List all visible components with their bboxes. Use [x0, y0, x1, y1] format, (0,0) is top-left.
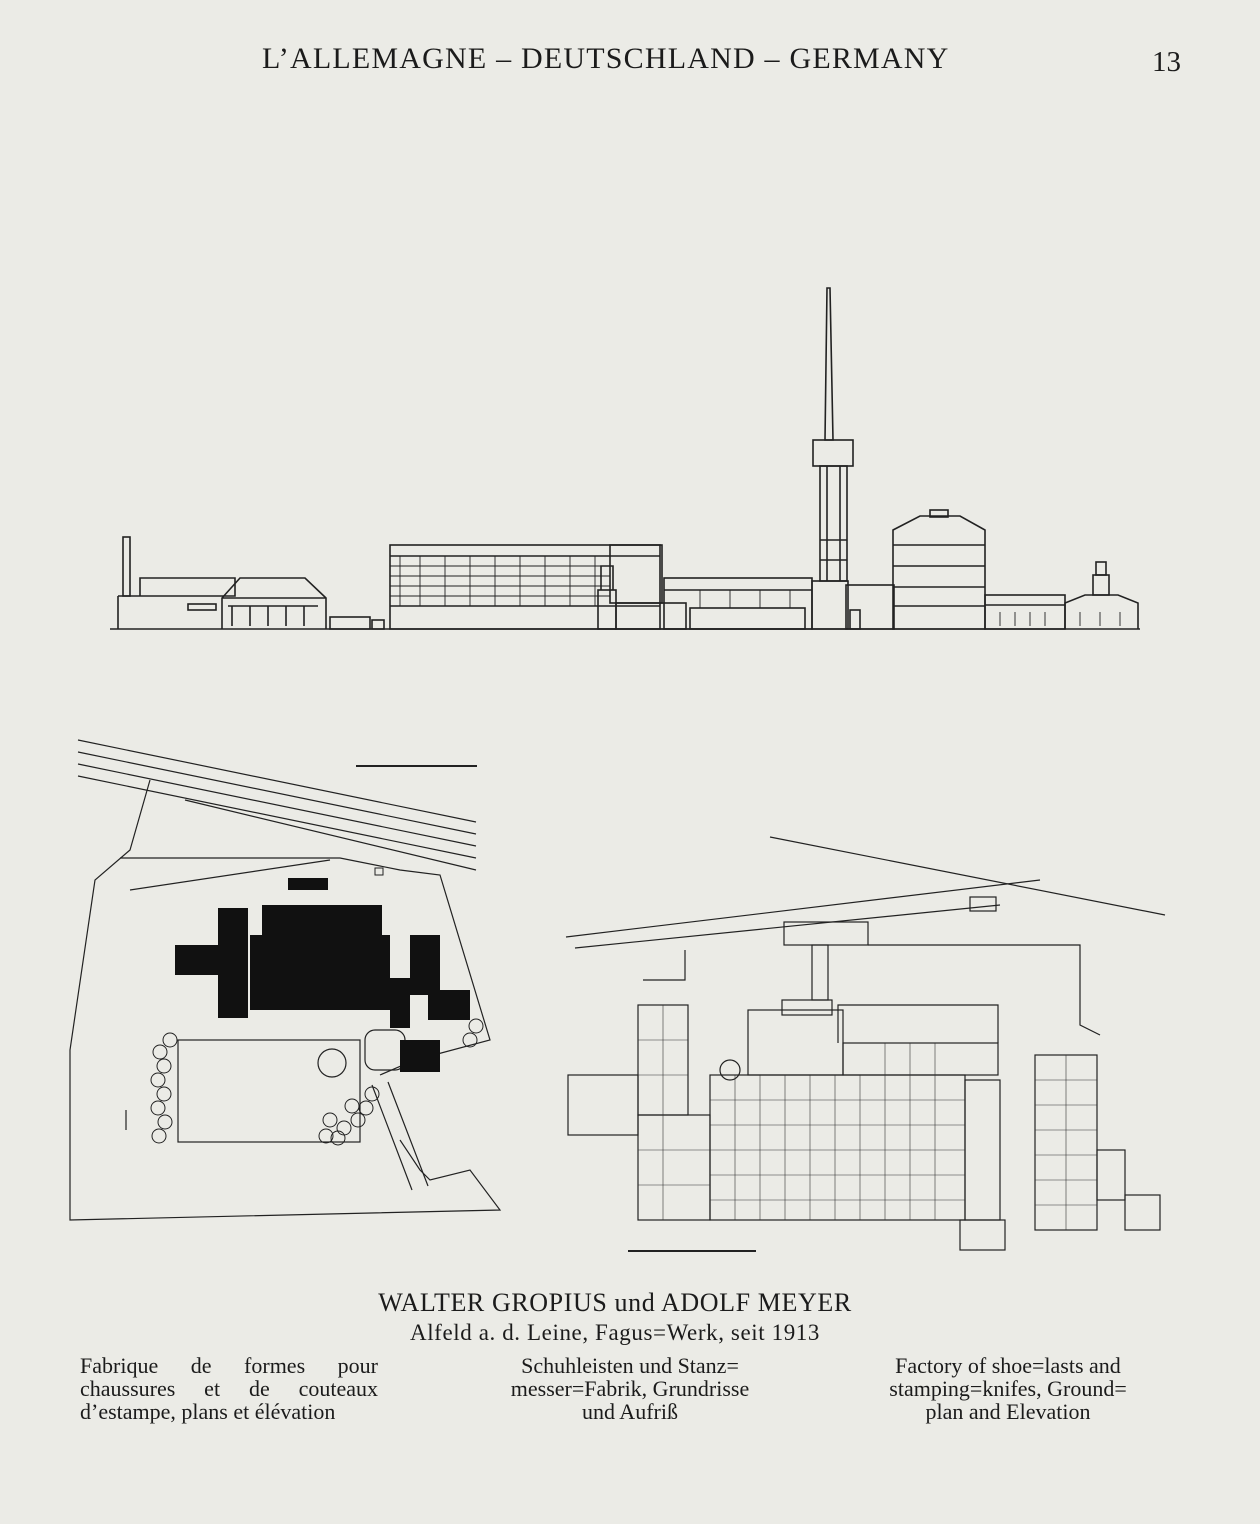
caption-french-line: d’estampe, plans et élévation	[80, 1399, 336, 1424]
caption-french: Fabrique de formes pour chaussures et de…	[80, 1354, 378, 1423]
page-number: 13	[1152, 46, 1181, 78]
running-header: L’ALLEMAGNE – DEUTSCHLAND – GERMANY	[262, 42, 950, 75]
caption-german-line: Schuhleisten und Stanz=	[521, 1353, 739, 1378]
caption-english-line: stamping=knifes, Ground=	[889, 1376, 1127, 1401]
caption-english: Factory of shoe=lasts and stamping=knife…	[862, 1354, 1154, 1423]
ground-plan-drawing	[565, 836, 1166, 1252]
caption-french-line: Fabrique de formes pour	[80, 1353, 378, 1378]
caption-architects: WALTER GROPIUS und ADOLF MEYER	[378, 1288, 852, 1317]
caption-location: Alfeld a. d. Leine, Fagus=Werk, seit 191…	[409, 1320, 821, 1345]
site-plan-drawing	[69, 739, 502, 1221]
caption-german: Schuhleisten und Stanz= messer=Fabrik, G…	[470, 1354, 790, 1423]
caption-french-line: chaussures et de couteaux	[80, 1376, 378, 1401]
caption-german-line: und Aufriß	[582, 1399, 678, 1424]
factory-elevation-drawing	[110, 287, 1140, 630]
caption-english-line: plan and Elevation	[925, 1399, 1091, 1424]
caption-english-line: Factory of shoe=lasts and	[895, 1353, 1121, 1378]
caption-german-line: messer=Fabrik, Grundrisse	[510, 1376, 750, 1401]
